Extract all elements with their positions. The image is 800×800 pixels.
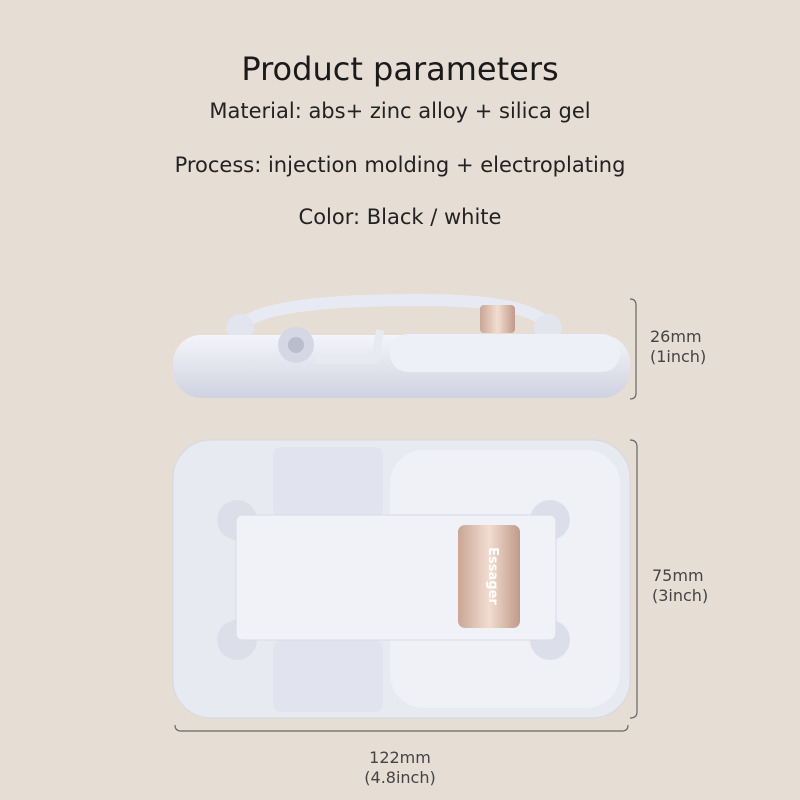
thickness-label: 26mm (1inch) bbox=[650, 327, 706, 367]
length-in: (4.8inch) bbox=[364, 768, 436, 787]
spec-process: Process: injection molding + electroplat… bbox=[174, 153, 626, 177]
width-label: 75mm (3inch) bbox=[652, 566, 708, 606]
width-in: (3inch) bbox=[652, 586, 709, 605]
thickness-in: (1inch) bbox=[650, 347, 707, 366]
page-title: Product parameters bbox=[241, 50, 559, 88]
width-mm: 75mm bbox=[652, 566, 704, 585]
side-view bbox=[173, 293, 630, 398]
thickness-mm: 26mm bbox=[650, 327, 702, 346]
spec-color: Color: Black / white bbox=[298, 205, 502, 229]
spec-material: Material: abs+ zinc alloy + silica gel bbox=[209, 99, 591, 123]
length-label: 122mm (4.8inch) bbox=[340, 748, 460, 788]
length-mm: 122mm bbox=[369, 748, 431, 767]
top-view: Essager bbox=[172, 439, 631, 719]
brand-logo: Essager bbox=[485, 547, 500, 605]
dimension-brackets bbox=[174, 298, 638, 732]
